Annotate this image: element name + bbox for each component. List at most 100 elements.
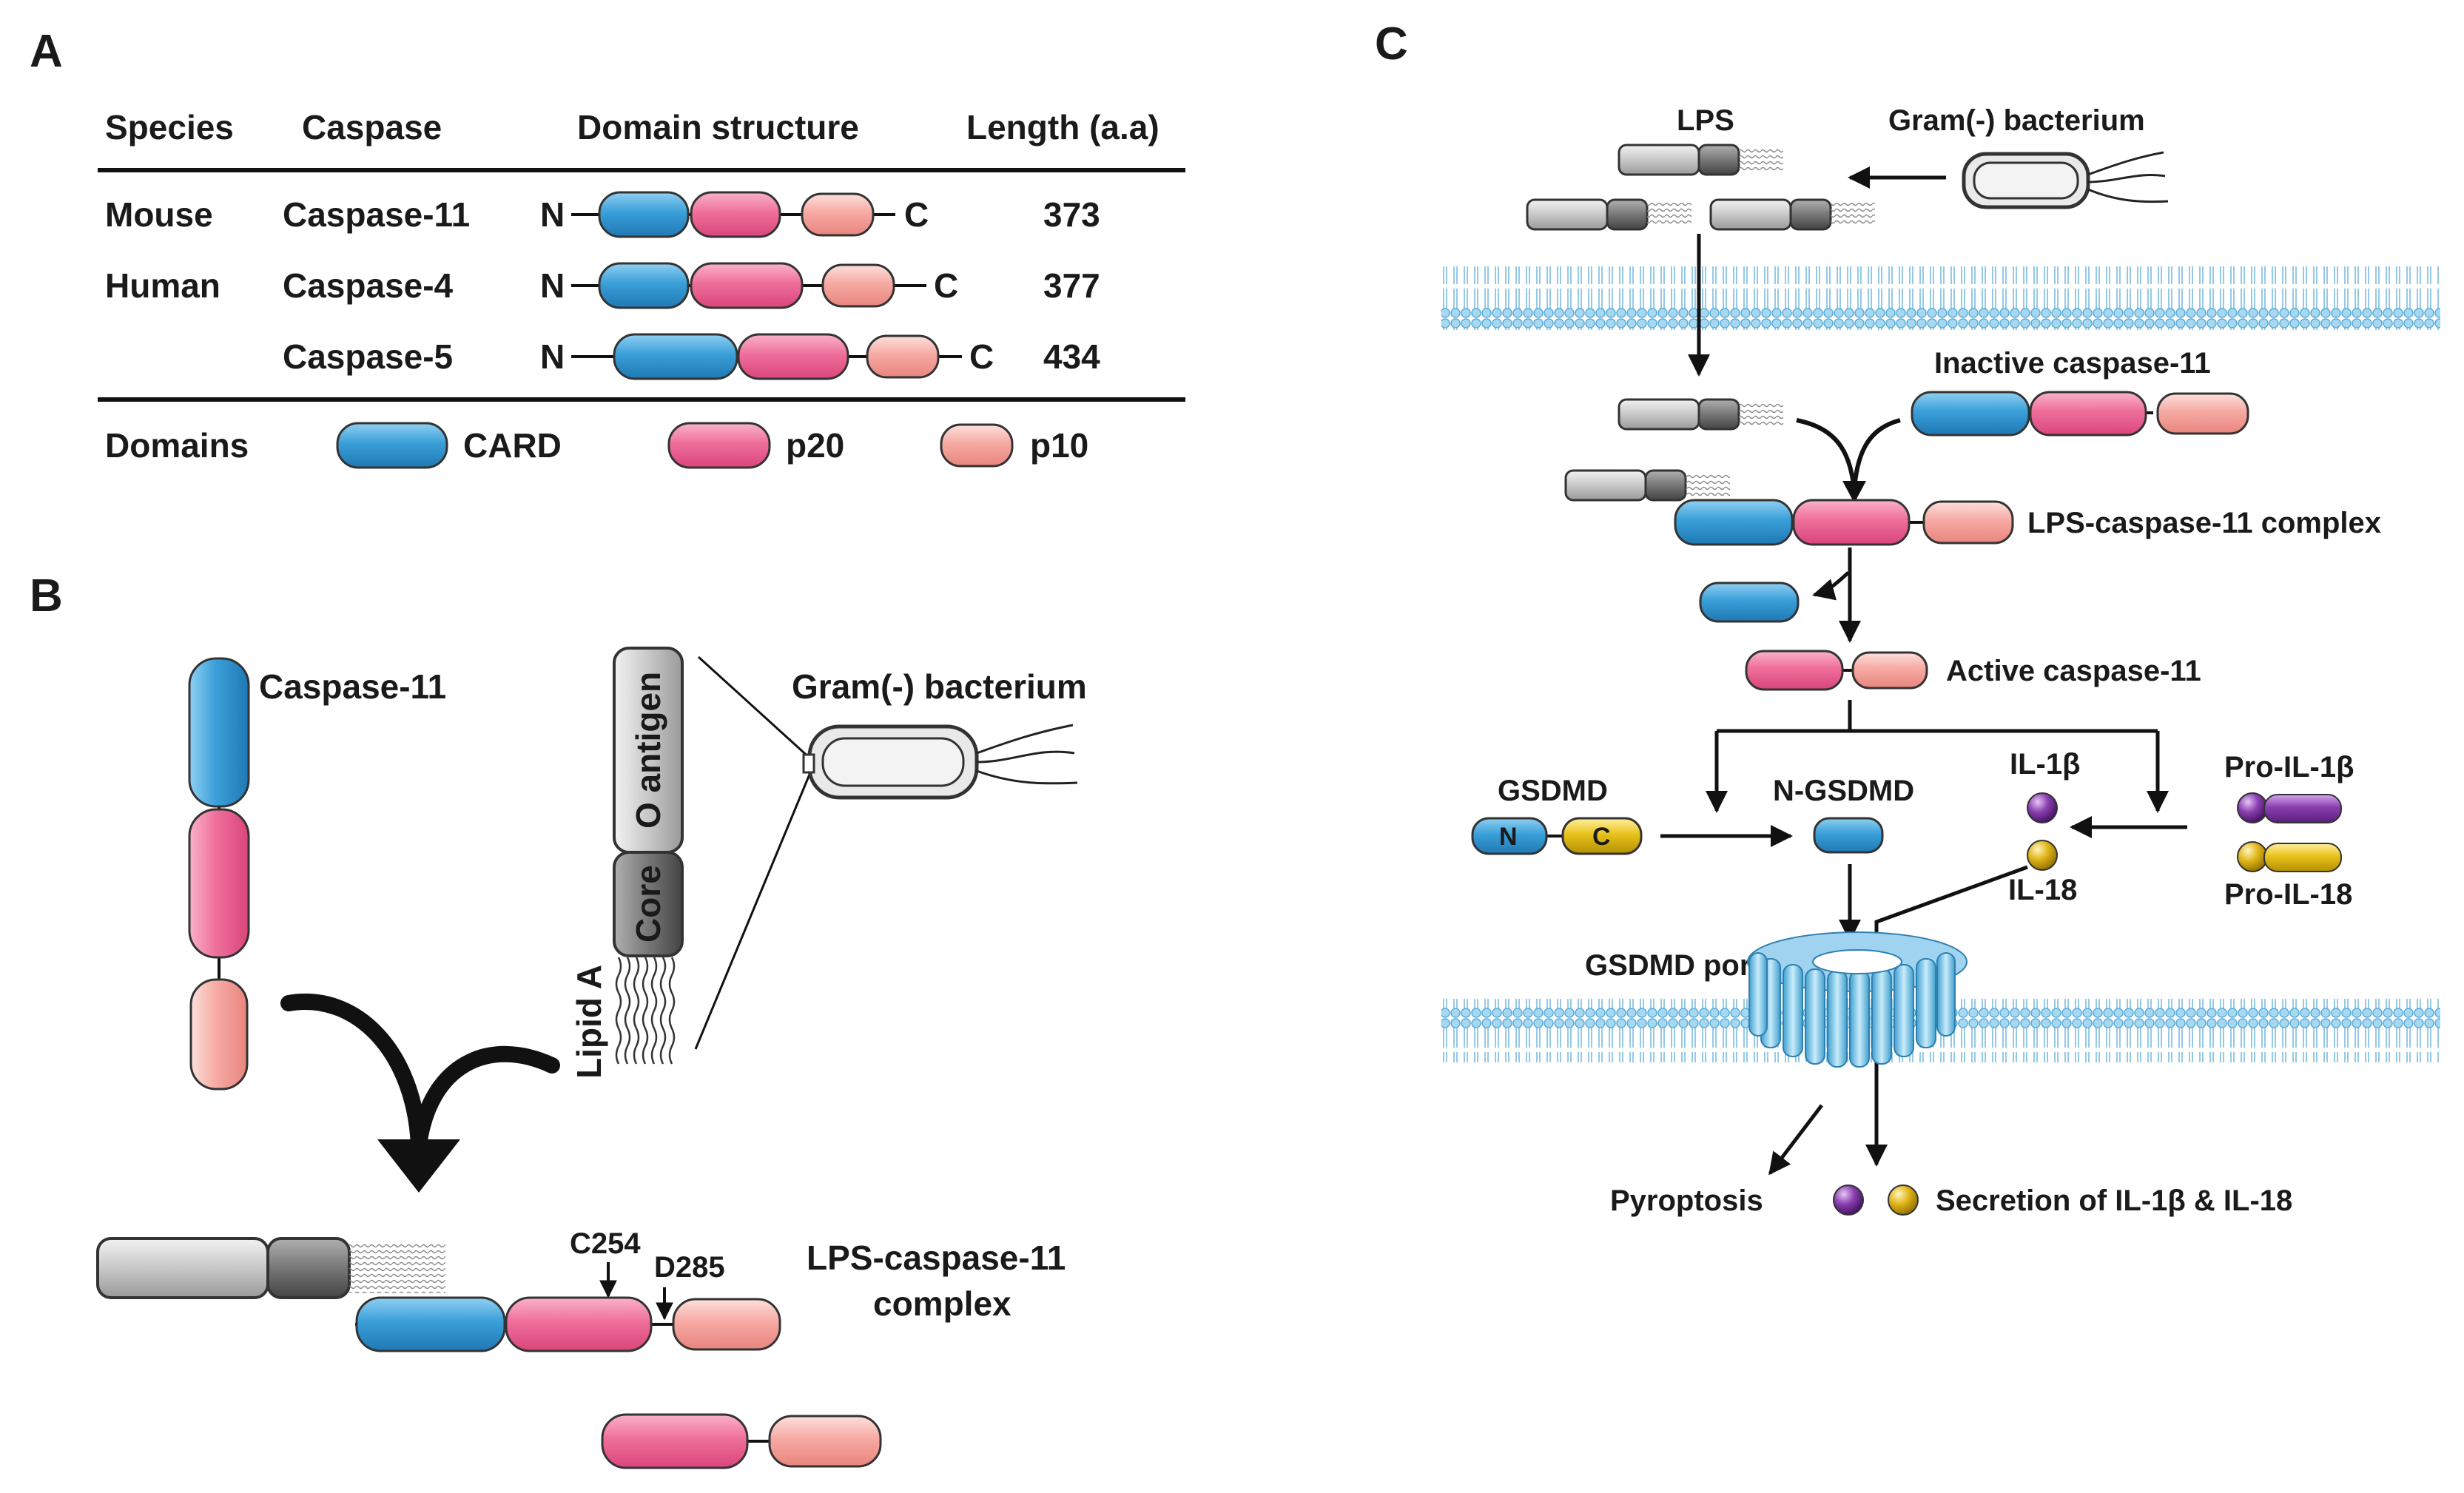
lipid-a-label: Lipid A (570, 965, 608, 1079)
domain-legend: Domains CARD p20 p10 (105, 422, 1088, 469)
merge-arrow-c (1796, 418, 1901, 489)
legend-title: Domains (105, 426, 249, 465)
secretion-label: Secretion of IL-1β & IL-18 (1936, 1184, 2292, 1217)
o-antigen-label: O antigen (629, 672, 667, 829)
lps-caspase-complex-b (355, 1296, 781, 1352)
row-caspase: Caspase-5 (283, 337, 453, 376)
pro-il1b-molecule (2237, 792, 2342, 823)
n-gsdmd-fragment (1813, 817, 1884, 854)
secreted-il18 (1888, 1184, 1919, 1216)
card-domain (1674, 499, 1794, 546)
panel-c-label: C (1375, 18, 1408, 70)
panel-c: C LPS Gram(-) bacterium (1375, 18, 2440, 1217)
p10-domain (2156, 392, 2249, 435)
row-length: 373 (1043, 195, 1100, 234)
p20-domain (188, 808, 250, 959)
lps-molecule (1526, 198, 1692, 231)
lps-molecule (1618, 144, 1783, 176)
p10-domain (801, 192, 875, 237)
il18-molecule (2027, 840, 2058, 871)
zoom-line-top (697, 655, 812, 761)
gsdmd-pore (1747, 931, 1968, 1068)
merge-arrow (280, 994, 560, 1153)
lps-caspase-complex-c (1674, 499, 2014, 546)
table-row: Caspase-5 N C 434 (283, 333, 1100, 380)
active-caspase-11 (1745, 650, 1928, 691)
released-card-domain (1699, 582, 1800, 623)
zoom-line-bottom (694, 770, 812, 1050)
table-row: Mouse Caspase-11 N C 373 (105, 191, 1100, 238)
gsdmd-n-label: N (1499, 823, 1518, 851)
active-caspase-label: Active caspase-11 (1946, 655, 2201, 687)
core-label: Core (629, 865, 667, 943)
p20-domain (690, 191, 781, 238)
n-terminus: N (540, 266, 565, 305)
merge-arrowhead (377, 1139, 460, 1193)
header-species: Species (105, 108, 234, 146)
row-caspase: Caspase-11 (283, 195, 470, 234)
complex-label-c: LPS-caspase-11 complex (2027, 507, 2381, 539)
il1b-molecule (2027, 792, 2058, 823)
gsdmd-c-label: C (1592, 823, 1611, 851)
p20-domain (690, 262, 804, 309)
lps-horizontal (96, 1237, 445, 1299)
header-domain-structure: Domain structure (577, 108, 859, 146)
panel-a: A Species Caspase Domain structure Lengt… (30, 26, 1185, 469)
n-terminus: N (540, 195, 565, 234)
n-terminus: N (540, 337, 565, 376)
row-species: Mouse (105, 195, 213, 234)
panel-a-label: A (30, 26, 63, 77)
lps-molecule (1564, 469, 1730, 502)
p20-domain (601, 1413, 749, 1469)
legend-p10-label: p10 (1030, 426, 1088, 465)
active-caspase-b (601, 1413, 882, 1469)
p10-domain (672, 1298, 781, 1351)
legend-card-swatch (336, 422, 448, 469)
gsdmd-n-domain (1471, 817, 1548, 855)
p20-domain (1792, 499, 1911, 546)
bacterium-icon (802, 724, 1078, 800)
p10-domain (189, 978, 249, 1091)
panel-b: B Caspase-11 O antigen Core Lipi (30, 570, 1087, 1469)
p10-domain (821, 263, 895, 308)
p10-domain (866, 334, 940, 379)
arrow-il-secretion (1865, 865, 2028, 1167)
gsdmd-full: N C (1471, 817, 1643, 855)
il1b-label: IL-1β (2010, 748, 2081, 781)
card-domain (613, 333, 738, 380)
n-gsdmd-label: N-GSDMD (1773, 775, 1914, 807)
pro-il1b-label: Pro-IL-1β (2224, 751, 2354, 783)
gsdmd-label: GSDMD (1498, 775, 1608, 807)
row-length: 377 (1043, 266, 1100, 305)
bacterium-label-c: Gram(-) bacterium (1888, 104, 2145, 137)
p10-domain (768, 1415, 882, 1468)
card-domain (188, 657, 250, 808)
legend-card-label: CARD (463, 426, 562, 465)
c-terminus: C (969, 337, 994, 376)
card-domain (1911, 391, 2030, 437)
c-terminus: C (904, 195, 929, 234)
p10-domain (1922, 500, 2014, 545)
lps-label: LPS (1677, 104, 1734, 137)
inactive-caspase-11 (1911, 391, 2249, 437)
bacterium-icon-c (1962, 151, 2169, 209)
card-domain (355, 1296, 506, 1352)
card-domain (598, 262, 690, 309)
row-species: Human (105, 266, 221, 305)
complex-label-line1: LPS-caspase-11 (807, 1238, 1066, 1277)
lps-vertical: O antigen Core Lipid A (570, 647, 684, 1079)
c254-label: C254 (570, 1227, 641, 1260)
pro-il18-label: Pro-IL-18 (2224, 878, 2352, 911)
secreted-il1b (1833, 1184, 1864, 1216)
table-row: Human Caspase-4 N C 377 (105, 262, 1100, 309)
lps-molecule (1709, 198, 1875, 231)
arrow-pyroptosis (1768, 1104, 1823, 1176)
caspase-11-label: Caspase-11 (259, 667, 446, 706)
lps-molecule (1618, 398, 1783, 431)
c-terminus: C (934, 266, 958, 305)
cell-membrane-top (1441, 266, 2440, 330)
panel-b-label: B (30, 570, 63, 621)
p20-domain (505, 1296, 653, 1352)
legend-p20-swatch (667, 422, 771, 469)
